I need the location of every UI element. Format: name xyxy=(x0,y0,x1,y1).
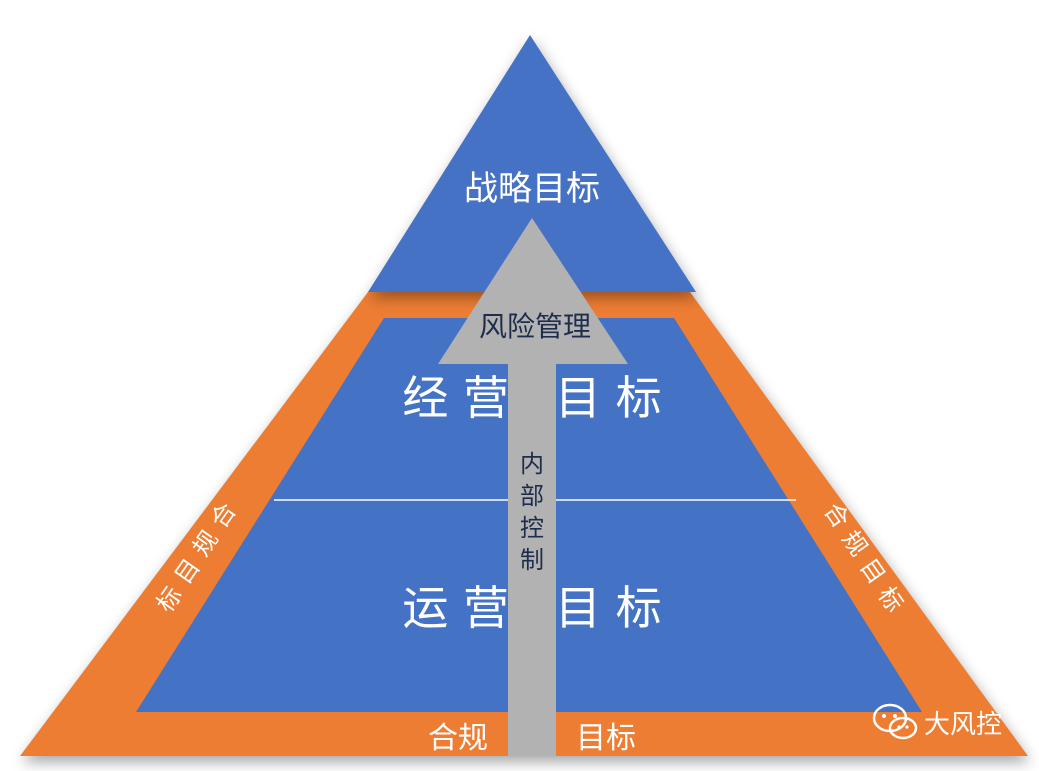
watermark: 大风控 xyxy=(872,700,1002,744)
internal-control-char: 控 xyxy=(520,514,544,542)
wechat-icon xyxy=(872,703,918,740)
internal-control-char: 内 xyxy=(520,450,544,478)
strategic-goal-label: 战略目标 xyxy=(464,169,600,209)
strategic-tier xyxy=(368,35,696,292)
compliance-bottom-right-label: 目标 xyxy=(576,721,636,756)
risk-management-label: 风险管理 xyxy=(479,310,591,343)
internal-control-label: 内 部 控 制 xyxy=(520,450,544,574)
internal-control-char: 部 xyxy=(520,482,544,510)
risk-management-arrow xyxy=(438,218,628,756)
watermark-text: 大风控 xyxy=(924,709,1003,740)
business-goal-label: 经 营 目 标 xyxy=(402,371,661,425)
operation-goal-label: 运 营 目 标 xyxy=(402,581,661,635)
compliance-bottom-left-label: 合规 xyxy=(428,721,488,756)
internal-control-char: 制 xyxy=(520,546,544,574)
